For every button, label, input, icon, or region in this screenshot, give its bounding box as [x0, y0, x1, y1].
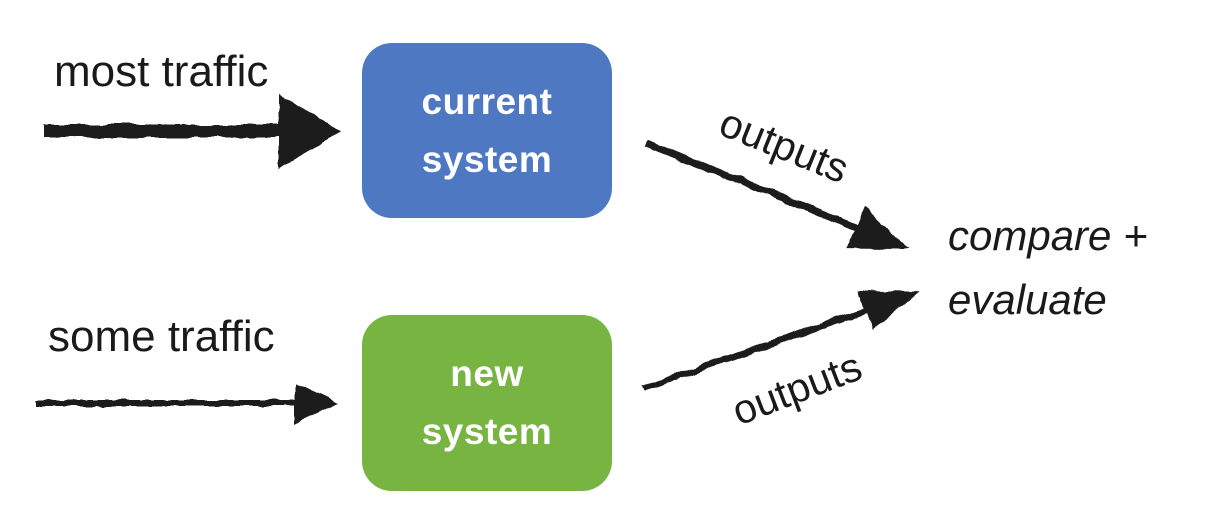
some-traffic-label: some traffic [48, 312, 275, 361]
new-outputs-arrow-icon [641, 290, 920, 393]
new-system-label-line1: new [450, 353, 524, 394]
current-system-label-line2: system [421, 138, 553, 180]
current-system-label-line1: current [421, 80, 553, 122]
most-traffic-arrow-icon [44, 94, 342, 168]
new-system-node: new system [362, 315, 612, 491]
compare-evaluate-line1: compare + [948, 212, 1148, 259]
compare-evaluate-label: compare + evaluate [948, 204, 1148, 332]
compare-evaluate-line2: evaluate [948, 276, 1107, 323]
new-system-label-line2: system [421, 411, 553, 452]
current-system-node: current system [362, 43, 612, 218]
current-outputs-arrow-icon [644, 139, 909, 249]
most-traffic-label: most traffic [54, 47, 269, 96]
some-traffic-arrow-icon [36, 382, 339, 424]
